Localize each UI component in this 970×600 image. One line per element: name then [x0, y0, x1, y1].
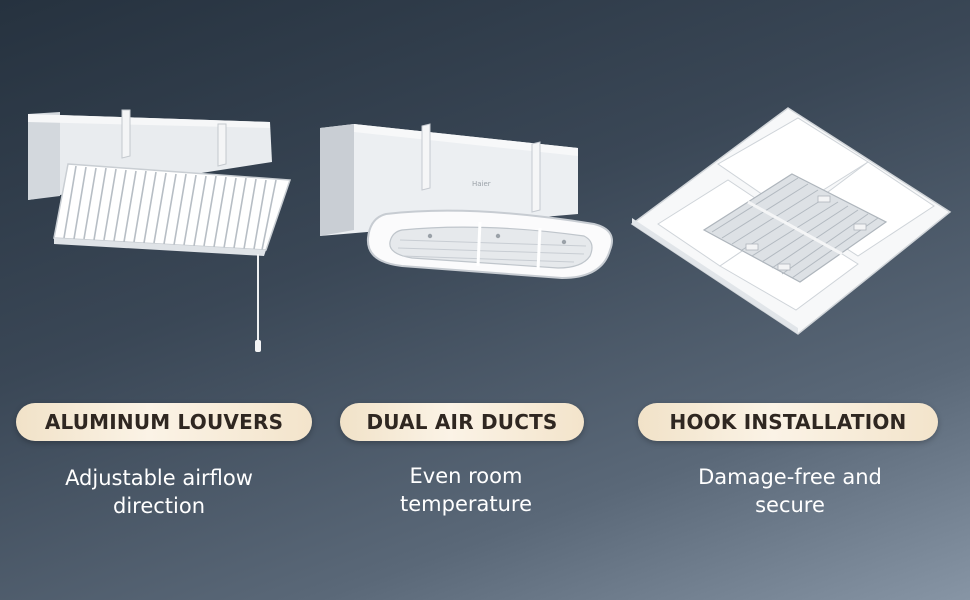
- feature-description-aluminum-louvers: Adjustable airflow direction: [9, 464, 309, 520]
- feature-description-line: Adjustable airflow: [65, 466, 253, 490]
- wall-ac-with-louvered-deflector-icon: [20, 100, 300, 360]
- feature-description-line: Damage-free and: [698, 465, 882, 489]
- feature-title-hook-installation: HOOK INSTALLATION: [638, 403, 938, 441]
- wall-ac-with-dual-duct-deflector-icon: Haier: [312, 118, 620, 288]
- feature-title-aluminum-louvers: ALUMINUM LOUVERS: [16, 403, 312, 441]
- feature-description-line: Even room: [409, 464, 523, 488]
- feature-description-hook-installation: Damage-free and secure: [640, 463, 940, 519]
- svg-text:Haier: Haier: [472, 180, 491, 188]
- feature-description-line: temperature: [400, 492, 532, 516]
- feature-description-dual-air-ducts: Even room temperature: [316, 462, 616, 518]
- ceiling-cassette-ac-deflector-icon: [628, 104, 954, 336]
- feature-description-line: direction: [112, 494, 206, 518]
- feature-description-line: secure: [755, 493, 825, 517]
- feature-title-dual-air-ducts: DUAL AIR DUCTS: [340, 403, 584, 441]
